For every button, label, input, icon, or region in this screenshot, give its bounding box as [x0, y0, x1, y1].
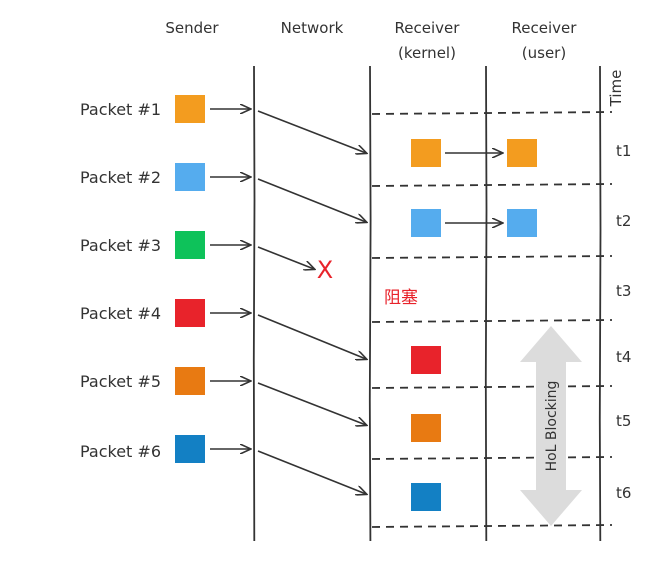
packet-label-3: Packet #3	[80, 236, 161, 255]
sender-packet-4	[175, 299, 205, 327]
column-title-receiver-kernel: Receiver	[395, 19, 461, 37]
packet-label-4: Packet #4	[80, 304, 161, 323]
packet-label-6: Packet #6	[80, 442, 161, 461]
blocking-label: 阻塞	[384, 288, 418, 308]
packet-label-2: Packet #2	[80, 168, 161, 187]
network-arrow-2	[257, 178, 366, 222]
time-separators	[371, 111, 613, 528]
network-left-line	[252, 65, 256, 542]
separator-2	[371, 255, 613, 259]
hol-double-arrow	[520, 326, 582, 526]
user-left-line	[484, 65, 488, 542]
lane-lines	[252, 65, 602, 542]
packet-label-1: Packet #1	[80, 100, 161, 119]
column-title-sender: Sender	[165, 19, 219, 37]
column-subtitle-receiver-user: (user)	[522, 44, 566, 62]
separator-1	[371, 183, 613, 187]
user-packet-2	[507, 209, 537, 237]
kernel-left-line	[368, 65, 372, 542]
separator-6	[371, 524, 613, 528]
separator-3	[371, 319, 613, 323]
network-arrow-1	[257, 110, 366, 153]
kernel-packet-1	[411, 139, 441, 167]
network-arrow-4	[257, 314, 366, 359]
network-arrows	[257, 110, 366, 494]
kernel-packet-2	[411, 209, 441, 237]
user-packet-1	[507, 139, 537, 167]
time-label-t4: t4	[616, 348, 631, 366]
send-arrows	[210, 109, 250, 449]
network-arrow-5	[257, 382, 366, 425]
sender-packet-5	[175, 367, 205, 395]
lost-packet-marker: X	[317, 256, 333, 284]
network-arrow-6	[257, 450, 366, 494]
sender-packet-6	[175, 435, 205, 463]
kernel-packet-4	[411, 346, 441, 374]
sender-packet-1	[175, 95, 205, 123]
sender-packet-3	[175, 231, 205, 259]
hol-blocking-label: HoL Blocking	[544, 381, 560, 472]
time-label-t5: t5	[616, 412, 631, 430]
column-title-receiver-user: Receiver	[512, 19, 578, 37]
time-label-t2: t2	[616, 212, 631, 230]
kernel-packet-5	[411, 414, 441, 442]
column-title-network: Network	[281, 19, 344, 37]
sender-packet-2	[175, 163, 205, 191]
time-axis-line	[598, 65, 602, 542]
time-label-t1: t1	[616, 142, 631, 160]
separator-5	[371, 456, 613, 460]
packet-label-5: Packet #5	[80, 372, 161, 391]
deliver-arrows	[445, 153, 502, 223]
separator-0	[371, 111, 613, 115]
time-label-t6: t6	[616, 484, 631, 502]
time-axis-title: Time	[607, 70, 625, 108]
kernel-packet-6	[411, 483, 441, 511]
network-arrow-3-lost	[257, 246, 314, 269]
column-subtitle-receiver-kernel: (kernel)	[398, 44, 456, 62]
separator-4	[371, 385, 613, 389]
time-label-t3: t3	[616, 282, 631, 300]
